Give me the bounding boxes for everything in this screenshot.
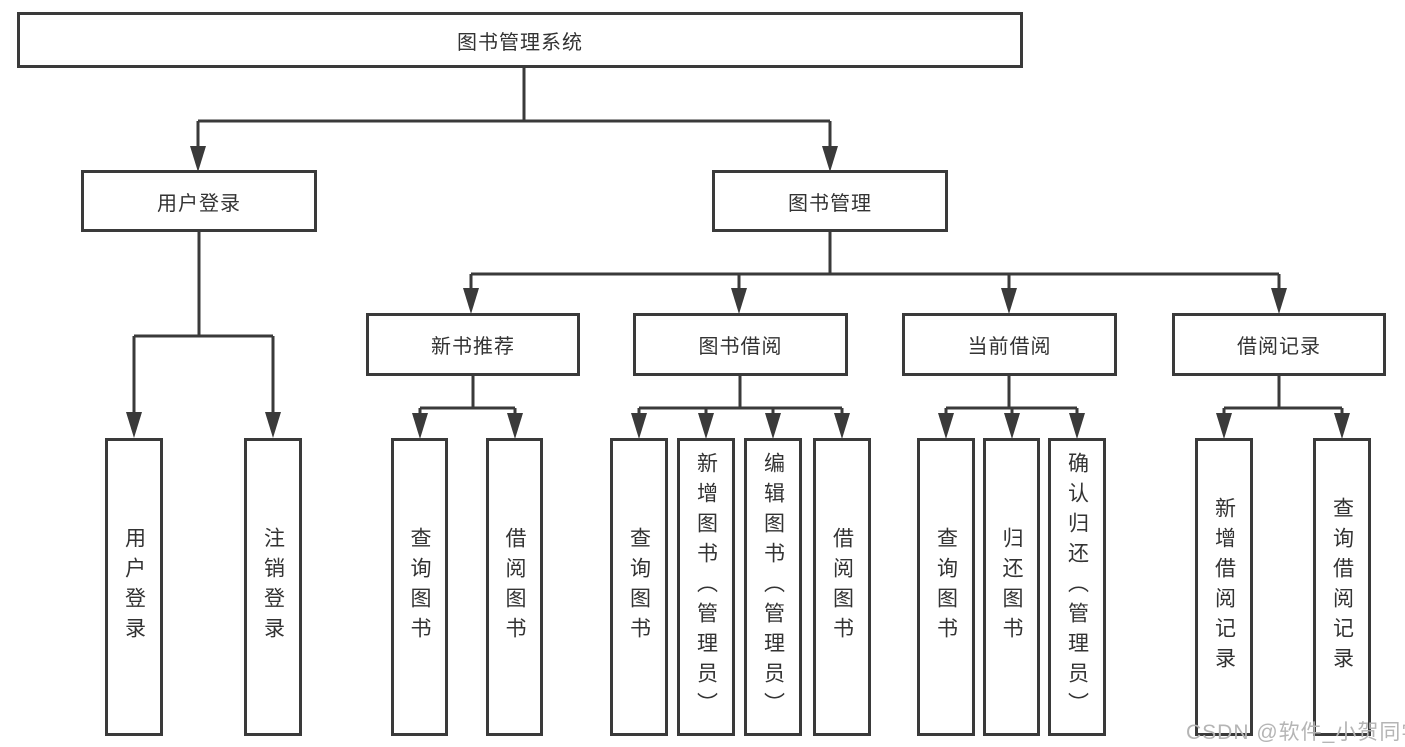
leaf-query-borrow-record: 查询借阅记录 [1313, 438, 1371, 736]
leaf-add-borrow-record: 新增借阅记录 [1195, 438, 1253, 736]
leaf-logout: 注销登录 [244, 438, 302, 736]
leaf-confirm-return-admin-label: 确认归还（管理员） [1065, 452, 1089, 722]
node-borrow-records: 借阅记录 [1172, 313, 1386, 376]
arrowhead [190, 146, 206, 172]
arrowhead [1216, 413, 1232, 439]
node-user-login-label: 用户登录 [157, 192, 241, 215]
leaf-borrow-books: 借阅图书 [813, 438, 871, 736]
connector-root-to-level2 [196, 68, 832, 150]
node-book-borrow-label: 图书借阅 [698, 336, 783, 358]
arrowhead [265, 412, 281, 438]
leaf-borrow-books-recommend: 借阅图书 [486, 438, 543, 736]
node-root-label: 图书管理系统 [457, 31, 583, 54]
arrowhead [412, 413, 428, 439]
leaf-user-login: 用户登录 [105, 438, 163, 736]
leaf-query-books-current: 查询图书 [917, 438, 975, 736]
leaf-add-books-admin-label: 新增图书（管理员） [694, 452, 718, 722]
leaf-edit-books-admin: 编辑图书（管理员） [744, 438, 802, 736]
connector-current-borrow-to-leaves [944, 375, 1079, 417]
arrowhead [463, 288, 479, 314]
leaf-borrow-books-label: 借阅图书 [830, 527, 854, 647]
arrowhead [1271, 288, 1287, 314]
arrowhead [731, 288, 747, 314]
arrowhead [1334, 413, 1350, 439]
leaf-logout-label: 注销登录 [261, 527, 285, 647]
leaf-return-books-label: 归还图书 [1000, 527, 1023, 647]
arrowhead [822, 146, 838, 172]
arrowhead [1004, 413, 1020, 439]
arrowhead [631, 413, 647, 439]
leaf-query-books-borrow-label: 查询图书 [627, 527, 651, 647]
leaf-add-borrow-record-label: 新增借阅记录 [1212, 497, 1236, 677]
arrowhead [698, 413, 714, 439]
connector-new-book-to-leaves [418, 375, 517, 417]
node-book-management-label: 图书管理 [788, 192, 872, 215]
leaf-query-books-recommend: 查询图书 [391, 438, 448, 736]
node-new-book-recommend-label: 新书推荐 [431, 336, 515, 358]
leaf-query-books-recommend-label: 查询图书 [408, 527, 431, 647]
watermark: CSDN @软件_小贺同学 [1186, 721, 1405, 744]
connector-user-login-to-leaves [132, 231, 275, 416]
node-book-management: 图书管理 [712, 170, 948, 232]
leaf-query-books-borrow: 查询图书 [610, 438, 668, 736]
arrowhead [1001, 288, 1017, 314]
leaf-query-books-current-label: 查询图书 [934, 527, 958, 647]
arrowhead [938, 413, 954, 439]
node-root: 图书管理系统 [17, 12, 1023, 68]
leaf-return-books: 归还图书 [983, 438, 1040, 736]
node-current-borrow-label: 当前借阅 [967, 336, 1052, 358]
leaf-edit-books-admin-label: 编辑图书（管理员） [761, 452, 785, 722]
leaf-borrow-books-recommend-label: 借阅图书 [503, 527, 526, 647]
node-new-book-recommend: 新书推荐 [366, 313, 580, 376]
arrowhead [507, 413, 523, 439]
arrowhead [126, 412, 142, 438]
node-book-borrow: 图书借阅 [633, 313, 848, 376]
arrowhead [1069, 413, 1085, 439]
node-borrow-records-label: 借阅记录 [1237, 336, 1321, 358]
arrowheads [126, 146, 1350, 439]
connector-book-management-to-level3 [469, 231, 1281, 292]
leaf-user-login-label: 用户登录 [122, 527, 146, 647]
connector-book-borrow-to-leaves [637, 375, 844, 417]
arrowhead [834, 413, 850, 439]
leaf-add-books-admin: 新增图书（管理员） [677, 438, 735, 736]
node-user-login: 用户登录 [81, 170, 317, 232]
arrowhead [765, 413, 781, 439]
leaf-confirm-return-admin: 确认归还（管理员） [1048, 438, 1106, 736]
connector-borrow-records-to-leaves [1222, 375, 1344, 417]
leaf-query-borrow-record-label: 查询借阅记录 [1330, 497, 1354, 677]
node-current-borrow: 当前借阅 [902, 313, 1117, 376]
